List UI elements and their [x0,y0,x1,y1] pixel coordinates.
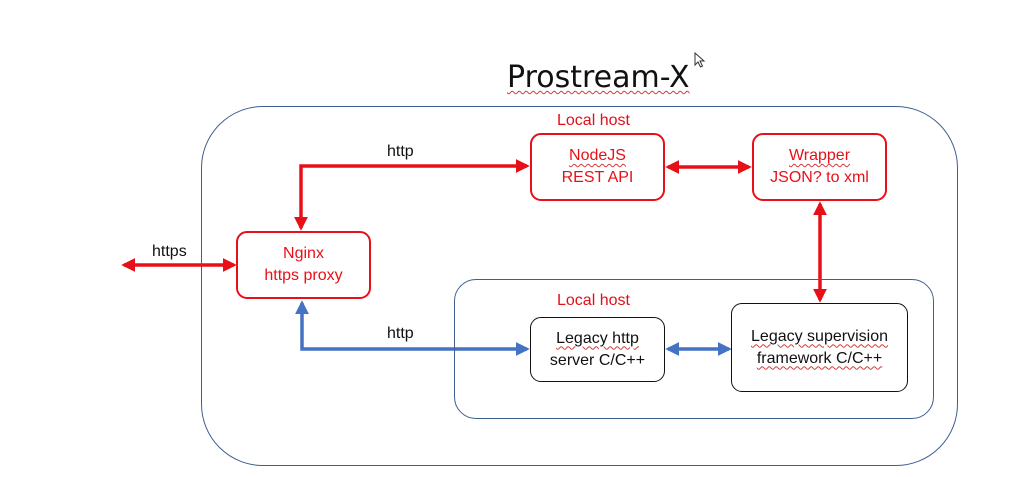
wrapper-node-line1: Wrapper [788,147,851,164]
legacy-supervision-node-line1: Legacy supervision [751,327,888,345]
http-top-edge-label: http [387,143,414,160]
bottom-local-host-label: Local host [557,292,630,309]
legacy-http-node-line1: Legacy http [556,329,639,347]
legacy-http-node-line2: server C/C++ [549,351,646,369]
legacy-supervision-framework-node[interactable]: Legacy supervision framework C/C++ [731,303,908,392]
top-local-host-label: Local host [557,112,630,129]
wrapper-node[interactable]: Wrapper JSON? to xml [752,133,887,201]
mouse-pointer-icon [694,51,706,73]
nginx-proxy-node[interactable]: Nginx https proxy [236,231,371,299]
prostream-x-boundary [201,106,958,466]
nodejs-node-line1: NodeJS [569,147,626,164]
wrapper-node-line2: JSON? to xml [770,169,869,186]
nginx-node-line2: https proxy [264,267,343,284]
nodejs-rest-api-node[interactable]: NodeJS REST API [530,133,665,201]
legacy-http-server-node[interactable]: Legacy http server C/C++ [530,317,665,382]
http-bottom-edge-label: http [387,325,414,342]
legacy-local-host-boundary [454,279,934,419]
nodejs-node-line2: REST API [561,169,634,186]
diagram-title: Prostream-X [507,60,690,95]
title-text: Prostream-X [507,60,690,95]
nginx-nodejs-connector [294,159,530,231]
https-edge-label: https [152,243,187,260]
nginx-node-line1: Nginx [283,245,324,262]
legacy-supervision-node-line2: framework C/C++ [756,349,883,367]
nginx-legacy-http-connector [295,300,530,356]
